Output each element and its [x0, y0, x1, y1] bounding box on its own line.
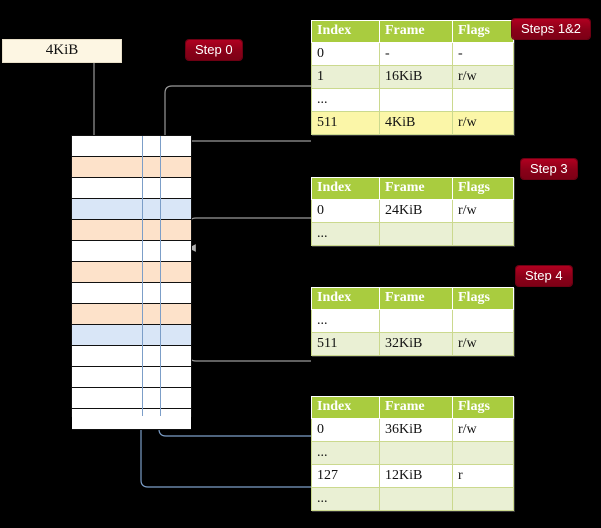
- cell-frame: 32KiB: [379, 332, 453, 356]
- memory-row: [72, 367, 191, 388]
- cell-frame: [379, 88, 453, 112]
- column-header-frame: Frame: [379, 287, 453, 310]
- memory-row: [72, 178, 191, 199]
- cell-index: 127: [311, 464, 380, 488]
- memory-row: [72, 220, 191, 241]
- column-header-flags: Flags: [452, 287, 514, 310]
- wire-l4row1-to-mem: [164, 85, 311, 152]
- memory-row: [72, 388, 191, 409]
- memory-rider-line: [160, 136, 161, 416]
- cell-index: 0: [311, 42, 380, 66]
- frame-box-label: 4KiB: [45, 42, 79, 58]
- wire-l2row511-to-mem: [182, 308, 311, 362]
- memory-row: [72, 157, 191, 178]
- table-row: ...: [311, 88, 514, 112]
- cell-flags: [452, 88, 514, 112]
- cell-frame: 24KiB: [379, 199, 453, 223]
- memory-row: [72, 262, 191, 283]
- cell-index: 511: [311, 111, 380, 135]
- cell-index: 511: [311, 332, 380, 356]
- cell-frame: -: [379, 42, 453, 66]
- cell-flags: [452, 487, 514, 511]
- cell-frame: 4KiB: [379, 111, 453, 135]
- memory-row: [72, 136, 191, 157]
- cell-flags: r/w: [452, 332, 514, 356]
- column-header-flags: Flags: [452, 396, 514, 419]
- frame-box-4kib: 4KiB: [2, 39, 122, 63]
- memory-rider-line: [142, 136, 143, 416]
- cell-index: ...: [311, 88, 380, 112]
- cell-flags: -: [452, 42, 514, 66]
- table-row: ...: [311, 222, 514, 246]
- column-header-index: Index: [311, 396, 380, 419]
- column-header-frame: Frame: [379, 177, 453, 200]
- cell-frame: [379, 487, 453, 511]
- cell-flags: r/w: [452, 199, 514, 223]
- column-header-flags: Flags: [452, 177, 514, 200]
- column-header-index: Index: [311, 20, 380, 43]
- cell-flags: [452, 309, 514, 333]
- step-badge-step3: Step 3: [521, 159, 577, 179]
- memory-column: [71, 135, 192, 430]
- memory-row: [72, 199, 191, 220]
- cell-frame: [379, 441, 453, 465]
- step-badge-step4: Step 4: [516, 266, 572, 286]
- memory-row: [72, 409, 191, 430]
- cell-frame: 12KiB: [379, 464, 453, 488]
- cell-frame: 16KiB: [379, 65, 453, 89]
- column-header-frame: Frame: [379, 396, 453, 419]
- cell-frame: [379, 309, 453, 333]
- cell-flags: r/w: [452, 65, 514, 89]
- cell-index: 1: [311, 65, 380, 89]
- cell-flags: r/w: [452, 418, 514, 442]
- table-row: 0--: [311, 42, 514, 66]
- cell-index: 0: [311, 418, 380, 442]
- cell-frame: [379, 222, 453, 246]
- memory-row: [72, 283, 191, 304]
- memory-row: [72, 346, 191, 367]
- table-row: ...: [311, 309, 514, 333]
- step-badge-steps12: Steps 1&2: [512, 19, 590, 39]
- memory-row: [72, 241, 191, 262]
- cell-index: 0: [311, 199, 380, 223]
- column-header-index: Index: [311, 177, 380, 200]
- column-header-flags: Flags: [452, 20, 514, 43]
- cell-index: ...: [311, 441, 380, 465]
- cell-index: ...: [311, 309, 380, 333]
- wire-l1row127-to-mem: [134, 206, 311, 488]
- cell-index: ...: [311, 487, 380, 511]
- cell-flags: r: [452, 464, 514, 488]
- column-header-index: Index: [311, 287, 380, 310]
- memory-row: [72, 325, 191, 346]
- cell-index: ...: [311, 222, 380, 246]
- table-row: ...: [311, 441, 514, 465]
- step-badge-step0: Step 0: [186, 40, 242, 60]
- cell-frame: 36KiB: [379, 418, 453, 442]
- column-header-frame: Frame: [379, 20, 453, 43]
- memory-row: [72, 304, 191, 325]
- wire-l3row0-to-mem: [188, 217, 311, 252]
- cell-flags: [452, 222, 514, 246]
- cell-flags: [452, 441, 514, 465]
- cell-flags: r/w: [452, 111, 514, 135]
- table-row: ...: [311, 487, 514, 511]
